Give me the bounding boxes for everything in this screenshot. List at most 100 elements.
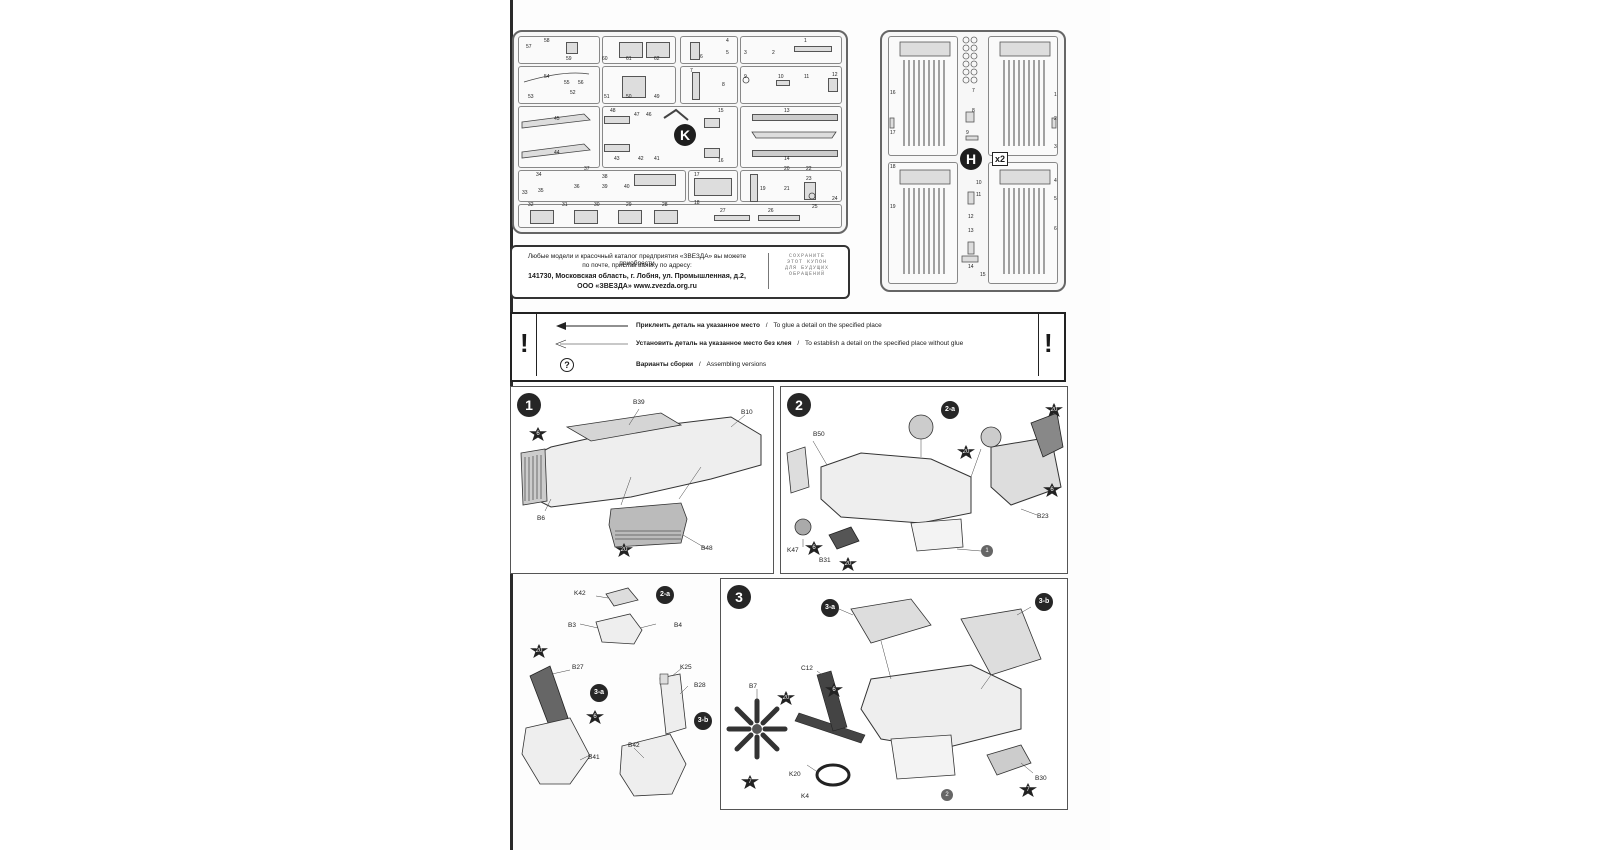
part-number: 12 bbox=[832, 72, 838, 78]
part-number: 47 bbox=[634, 112, 640, 118]
sprue-h-letter: H bbox=[960, 148, 982, 170]
info-line-2: по почте, прислав заявку по адресу: bbox=[582, 262, 692, 269]
part-label: K20 bbox=[789, 771, 801, 778]
part-number: 43 bbox=[614, 156, 620, 162]
part-number: 17 bbox=[694, 172, 700, 178]
legend-glue-ru: Приклеить деталь на указанное место bbox=[636, 322, 760, 329]
sprue-k-letter: K bbox=[674, 124, 696, 146]
warning-right: ! bbox=[1044, 328, 1053, 358]
sprue-cell bbox=[518, 66, 600, 104]
sprue-part bbox=[622, 76, 646, 98]
legend-divider bbox=[1038, 314, 1039, 376]
arrow-icons bbox=[555, 322, 628, 349]
coupon-line: ОБРАЩЕНИЙ bbox=[788, 271, 825, 277]
sprue-part bbox=[646, 42, 670, 58]
sprue-k-lines bbox=[521, 72, 837, 200]
part-label: B10 bbox=[741, 409, 753, 416]
sprue-part bbox=[604, 144, 630, 152]
part-number: 26 bbox=[768, 208, 774, 214]
part-number: 12 bbox=[968, 214, 974, 220]
coupon-line: ЭТОТ КУПОН bbox=[786, 259, 827, 265]
step-ref: 1 bbox=[981, 545, 993, 557]
legend-sep: / bbox=[797, 340, 800, 347]
step-1-panel: 1 B39 B10 B6 B48 6 20 bbox=[510, 386, 774, 574]
sprue-cell bbox=[740, 66, 842, 104]
part-label: B41 bbox=[588, 754, 600, 761]
part-number: 13 bbox=[968, 228, 974, 234]
part-number: 35 bbox=[538, 188, 544, 194]
part-number: 38 bbox=[602, 174, 608, 180]
part-number: 53 bbox=[528, 94, 534, 100]
warning-left: ! bbox=[520, 328, 529, 358]
part-label: B6 bbox=[537, 515, 545, 522]
part-number: 18 bbox=[694, 200, 700, 206]
sub-step-label: 3-a bbox=[590, 684, 608, 702]
sprue-part bbox=[714, 215, 750, 221]
sub-step-label: 3-b bbox=[694, 712, 712, 730]
sprue-part bbox=[704, 118, 720, 128]
part-number: 32 bbox=[528, 202, 534, 208]
step-ref: 2 bbox=[941, 789, 953, 801]
part-number: 6 bbox=[1054, 226, 1057, 232]
part-number: 14 bbox=[968, 264, 974, 270]
sprue-part bbox=[758, 215, 800, 221]
part-number: 31 bbox=[562, 202, 568, 208]
sub-step-label: 2-a bbox=[656, 586, 674, 604]
legend-variants-en: Assembling versions bbox=[706, 361, 767, 368]
part-number: 14 bbox=[784, 156, 790, 162]
part-label: K42 bbox=[574, 590, 586, 597]
part-number: 51 bbox=[604, 94, 610, 100]
part-number: 23 bbox=[806, 176, 812, 182]
sprue-part bbox=[619, 42, 643, 58]
part-number: 4 bbox=[1054, 178, 1057, 184]
part-label: B27 bbox=[572, 664, 584, 671]
part-number: 2 bbox=[1054, 116, 1057, 122]
legend-glue-en: To glue a detail on the specified place bbox=[773, 322, 882, 329]
part-label: B28 bbox=[694, 682, 706, 689]
part-number: 10 bbox=[976, 180, 982, 186]
part-number: 39 bbox=[602, 184, 608, 190]
part-number: 7 bbox=[972, 88, 975, 94]
info-box: Любые модели и красочный каталог предпри… bbox=[510, 245, 850, 299]
sprue-cell bbox=[518, 36, 600, 64]
part-number: 9 bbox=[744, 74, 747, 80]
part-number: 4 bbox=[726, 38, 729, 44]
part-number: 62 bbox=[654, 56, 660, 62]
coupon-line: СОХРАНИТЕ bbox=[788, 253, 825, 259]
step-number: 2 bbox=[787, 393, 811, 417]
sprue-part bbox=[690, 42, 700, 60]
part-number: 17 bbox=[890, 130, 896, 136]
sprue-part bbox=[634, 174, 676, 186]
legend-sep: / bbox=[765, 322, 768, 329]
part-number: 33 bbox=[522, 190, 528, 196]
part-number: 40 bbox=[624, 184, 630, 190]
sprue-cell bbox=[680, 36, 738, 64]
part-number: 13 bbox=[784, 108, 790, 114]
sprue-cell bbox=[680, 66, 738, 104]
part-number: 15 bbox=[718, 108, 724, 114]
part-number: 8 bbox=[972, 108, 975, 114]
step-3-drawing bbox=[726, 598, 1042, 787]
sprue-part bbox=[692, 72, 700, 100]
step-2-panel: 2 B50 K47 B31 B23 2-a 20 20 6 6 20 1 bbox=[780, 386, 1068, 574]
part-number: 11 bbox=[804, 74, 810, 80]
track-links bbox=[889, 36, 1057, 274]
part-number: 55 bbox=[564, 80, 570, 86]
part-number: 19 bbox=[890, 204, 896, 210]
part-number: 54 bbox=[544, 74, 550, 80]
part-number: 3 bbox=[1054, 144, 1057, 150]
part-number: 3 bbox=[744, 50, 747, 56]
part-label: B3 bbox=[568, 622, 576, 629]
sprue-part bbox=[694, 178, 732, 196]
part-label: B30 bbox=[1035, 775, 1047, 782]
legend-noglue-ru: Установить деталь на указанное место без… bbox=[636, 340, 792, 347]
part-label: K4 bbox=[801, 793, 809, 800]
part-label: K47 bbox=[787, 547, 799, 554]
sprue-part bbox=[794, 46, 832, 52]
part-number: 41 bbox=[654, 156, 660, 162]
sprue-k: 57 58 59 60 61 62 54 55 56 53 52 51 50 4… bbox=[512, 30, 848, 234]
part-number: 57 bbox=[526, 44, 532, 50]
part-number: 6 bbox=[700, 54, 703, 60]
sprue-part bbox=[604, 116, 630, 124]
part-number: 18 bbox=[890, 164, 896, 170]
